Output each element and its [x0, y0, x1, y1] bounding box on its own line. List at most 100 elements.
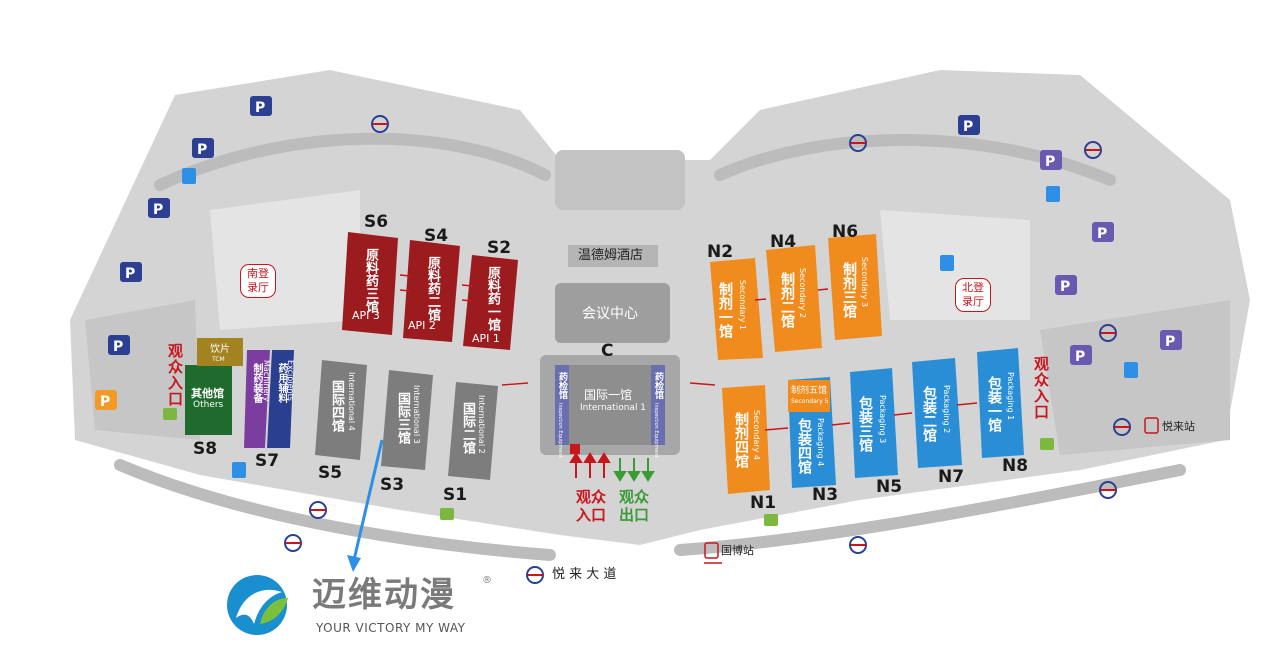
hall-name: 制剂三馆: [841, 262, 857, 318]
entry-arrows: [569, 452, 611, 478]
svg-text:P: P: [125, 266, 135, 282]
hall-name: 包装一馆: [986, 376, 1002, 432]
hotel-label: 温德姆酒店: [578, 248, 644, 263]
hall-code: S3: [380, 475, 405, 495]
intl1-name: 国际一馆: [584, 388, 633, 402]
hall-code: S5: [318, 463, 343, 483]
hall-name-en: International 2: [477, 395, 486, 454]
visitor-entry-east: 观众入口: [1032, 356, 1050, 420]
hall-name: 制药装备: [251, 363, 262, 403]
hall-code: S6: [364, 212, 389, 232]
hall-code: N5: [876, 477, 903, 497]
bus-icons: [182, 168, 1138, 478]
hall-name: 包装三馆: [857, 396, 873, 452]
hall-code: S7: [255, 451, 280, 471]
svg-text:P: P: [1097, 226, 1107, 242]
bus-icon: [232, 462, 246, 478]
north-registration: 北登录厅: [955, 278, 991, 312]
hall-name: 国际三馆: [395, 392, 410, 444]
brand-logo-icon: [227, 575, 288, 635]
south-registration: 南登录厅: [240, 264, 276, 298]
hall-name-en: API 2: [408, 319, 436, 332]
hall-code: N4: [770, 232, 797, 252]
parking-icon: [120, 262, 142, 282]
taxi-icon: [764, 514, 778, 526]
hall-name: 原料药二馆: [425, 256, 440, 321]
hall-name-en: API 3: [352, 309, 380, 322]
intl1-left-label: 药检馆: [557, 372, 567, 399]
intl1-name-en: International 1: [580, 403, 647, 413]
intl1-left-label-en: Inspection Equipment: [557, 403, 563, 458]
exit-arrows: [613, 458, 655, 482]
hall-name-en: Secondary 1: [738, 280, 747, 330]
brand-registered: ®: [482, 575, 492, 586]
parking-icon: [192, 138, 214, 158]
walk-arrows: [399, 274, 978, 431]
halls-s-lower: [185, 338, 498, 480]
svg-text:P: P: [197, 142, 207, 158]
parking-icon: [108, 335, 130, 355]
hall-name: 包装四馆: [796, 418, 812, 474]
toilet-icons: [570, 444, 580, 454]
hall-name-en: Secondary 4: [752, 410, 761, 460]
halls-n-lower: [722, 348, 1024, 494]
svg-text:P: P: [100, 394, 110, 410]
hall-name2-en: Excipients: [286, 360, 295, 401]
hall-name: 其他馆: [191, 387, 224, 400]
parking-icon: [1040, 150, 1062, 170]
hall-name-en: International 3: [412, 385, 421, 444]
bus-icon: [1124, 362, 1138, 378]
road-label: 悦 来 大 道: [552, 567, 617, 582]
intl1-right-label: 药检馆: [653, 372, 663, 399]
parking-icon: [95, 390, 117, 410]
bus-icon: [940, 255, 954, 271]
hall-name2: 药用辅料: [276, 363, 287, 403]
metro-bars: [286, 123, 1130, 576]
center-pads: [540, 150, 685, 455]
hall-name-en: Secondary 3: [860, 257, 869, 307]
svg-text:P: P: [963, 119, 973, 135]
taxi-icon: [440, 508, 454, 520]
hall-name: 制剂二馆: [779, 272, 795, 328]
hall-name: 国际二馆: [460, 402, 475, 454]
hall-code: S1: [443, 485, 468, 505]
bus-icon: [182, 168, 196, 184]
visitor-entry-west: 观众入口: [166, 343, 184, 407]
hall-name-en: API 1: [472, 332, 500, 345]
hall-code: N2: [707, 242, 734, 262]
hall-top-label: 制剂五馆: [791, 386, 828, 396]
hall-name: 包装二馆: [921, 386, 937, 442]
halls-n-upper: [710, 234, 882, 360]
parking-icons: [95, 96, 1182, 410]
hall-name-en: International 4: [347, 372, 356, 431]
hall-code: N3: [812, 485, 839, 505]
hall-top-label-en: Secondary 5: [791, 398, 829, 405]
parking-icon: [1092, 222, 1114, 242]
parking-icon: [1070, 345, 1092, 365]
parking-icon: [148, 198, 170, 218]
svg-text:P: P: [1075, 349, 1085, 365]
station-icons: [704, 417, 1159, 564]
hall-name: 制剂一馆: [717, 282, 733, 338]
hall-code: S2: [487, 238, 512, 258]
halls-s-upper: [342, 232, 518, 350]
hall-code: S4: [424, 226, 449, 246]
hall-name: 制剂四馆: [733, 412, 749, 468]
svg-text:P: P: [1165, 334, 1175, 350]
intl1-right-label-en: Inspection Equipment: [653, 403, 659, 458]
parking-icon: [1160, 330, 1182, 350]
conference-label: 会议中心: [582, 306, 638, 322]
parking-icon: [958, 115, 980, 135]
hall-name-en: Packaging 1: [1006, 372, 1015, 421]
hall-code: S8: [193, 439, 218, 459]
station-south-icon: [704, 542, 719, 559]
svg-text:P: P: [113, 339, 123, 355]
visitor-exit-center: 观众出口: [618, 488, 649, 524]
pointer-arrow: [347, 439, 384, 572]
taxi-icon: [163, 408, 177, 420]
hall-code: N8: [1002, 456, 1029, 476]
hall-code: N6: [832, 222, 859, 242]
